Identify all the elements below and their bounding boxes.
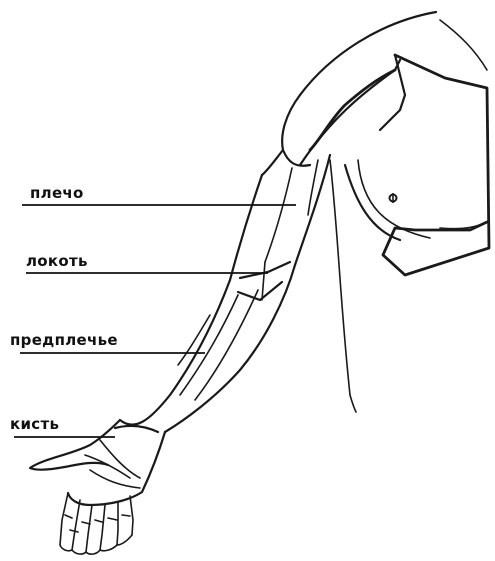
label-hand: кисть <box>10 415 59 433</box>
label-elbow: локоть <box>26 252 88 270</box>
hand-outline <box>30 420 165 554</box>
nipple-mark <box>390 193 397 203</box>
label-shoulder: плечо <box>30 184 84 202</box>
torso-outline <box>300 12 489 412</box>
elbow-band <box>238 262 290 300</box>
forearm-outline <box>120 265 295 432</box>
upper-arm-outline <box>230 70 395 280</box>
label-forearm: предплечье <box>10 331 118 349</box>
